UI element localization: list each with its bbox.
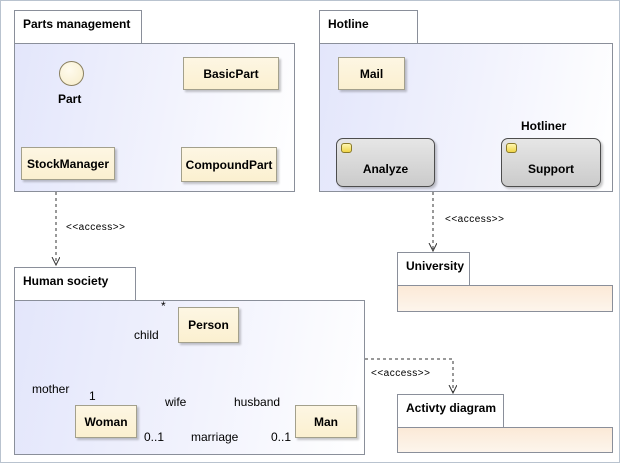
class-woman[interactable]: Woman xyxy=(75,405,137,438)
part-interface-icon[interactable] xyxy=(59,61,84,86)
class-mail-label: Mail xyxy=(359,66,384,81)
package-title-hotline: Hotline xyxy=(328,17,369,31)
role-husband: husband xyxy=(234,395,281,409)
class-person-label: Person xyxy=(188,318,229,332)
multiplicity-star: * xyxy=(161,299,166,313)
access-label-parts-to-society: <<access>> xyxy=(66,222,126,233)
class-compoundpart-label: CompoundPart xyxy=(185,157,273,172)
package-title-activity-diagram: Activty diagram xyxy=(406,401,497,415)
role-mother: mother xyxy=(32,382,70,396)
class-woman-label: Woman xyxy=(84,414,128,429)
role-child: child xyxy=(134,328,159,342)
class-stockmanager-label: StockManager xyxy=(26,156,110,171)
association-marriage-label: marriage xyxy=(191,430,239,444)
package-title-parts-management: Parts management xyxy=(23,17,131,31)
package-tab-hotline[interactable]: Hotline xyxy=(319,10,418,44)
activity-analyze[interactable]: Analyze xyxy=(336,138,435,187)
access-dependency-society-to-activity[interactable] xyxy=(365,358,453,393)
class-stockmanager[interactable]: StockManager xyxy=(21,147,115,180)
activity-support[interactable]: Support xyxy=(501,138,601,187)
activity-analyze-icon xyxy=(341,143,352,153)
package-university[interactable] xyxy=(397,285,613,312)
package-tab-activity-diagram[interactable]: Activty diagram xyxy=(397,394,504,428)
package-activity-diagram[interactable] xyxy=(397,427,613,453)
role-wife: wife xyxy=(165,395,187,409)
part-label: Part xyxy=(58,92,82,106)
activity-support-label: Support xyxy=(528,162,574,176)
multiplicity-left: 0..1 xyxy=(144,430,165,444)
package-title-university: University xyxy=(406,259,465,273)
class-man-label: Man xyxy=(314,414,338,429)
hotliner-label: Hotliner xyxy=(521,119,567,133)
class-person[interactable]: Person xyxy=(178,307,239,343)
class-mail[interactable]: Mail xyxy=(338,57,405,90)
multiplicity-right: 0..1 xyxy=(271,430,292,444)
access-label-society-to-activity: <<access>> xyxy=(371,368,431,379)
activity-analyze-label: Analyze xyxy=(362,162,409,176)
activity-support-icon xyxy=(506,143,517,153)
class-basicpart[interactable]: BasicPart xyxy=(183,57,279,90)
class-basicpart-label: BasicPart xyxy=(203,66,259,81)
package-tab-university[interactable]: University xyxy=(397,252,470,286)
package-tab-parts-management[interactable]: Parts management xyxy=(14,10,142,44)
class-man[interactable]: Man xyxy=(295,405,357,438)
class-compoundpart[interactable]: CompoundPart xyxy=(181,147,277,182)
access-label-hotline-to-university: <<access>> xyxy=(445,214,505,225)
package-tab-human-society[interactable]: Human society xyxy=(14,267,136,301)
package-title-human-society: Human society xyxy=(23,274,109,288)
multiplicity-one: 1 xyxy=(89,389,96,403)
